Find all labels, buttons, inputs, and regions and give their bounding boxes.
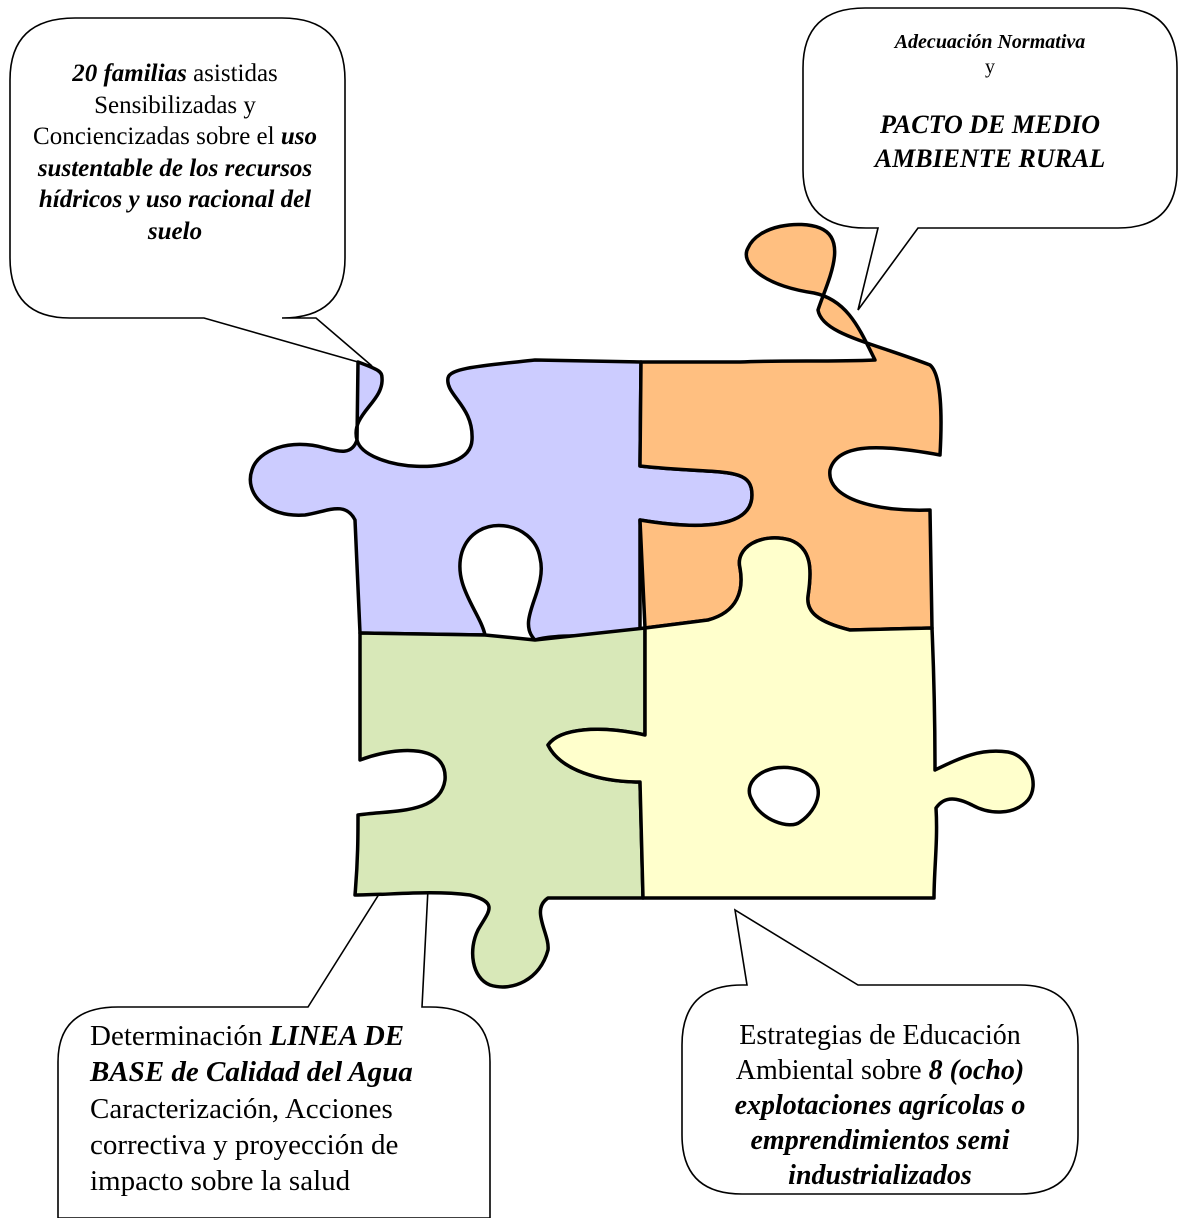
callout-bubble-bottom-right [681, 908, 1079, 1195]
callout-bottom-left-plain-1: Determinación [90, 1020, 270, 1052]
callout-top-right-line1: Adecuación Normativa [894, 31, 1086, 53]
families-count: 20 familias [72, 60, 187, 87]
callout-bottom-right-text: Estrategias de Educación Ambiental sobre… [690, 1018, 1070, 1193]
callout-top-left-plain: asistidas Sensibilizadas y Conciencizada… [33, 60, 281, 150]
callout-top-right-line3: PACTO DE MEDIO AMBIENTE RURAL [874, 110, 1106, 174]
callout-bottom-right-emphasis: 8 (ocho) explotaciones agrícolas o empre… [734, 1055, 1026, 1191]
puzzle-piece-yellow [546, 536, 1035, 900]
callout-top-left-text: 20 familias asistidas Sensibilizadas y C… [20, 58, 330, 247]
callout-bubble-top-right [802, 7, 1178, 311]
callout-top-right-line2: y [985, 56, 995, 79]
puzzle-knob-yellow-bottom [747, 765, 820, 827]
callout-bottom-left-text: Determinación LINEA DE BASE de Calidad d… [68, 1018, 478, 1199]
callout-bubble-bottom-left [57, 806, 491, 1218]
callout-bottom-left-plain-2: Caracterización, Acciones correctiva y p… [90, 1092, 399, 1198]
callout-top-right-text: Adecuación Normativa y PACTO DE MEDIO AM… [820, 30, 1160, 176]
callout-bubble-top-left [9, 17, 373, 367]
callout-bottom-left-emphasis: LINEA DE BASE de Calidad del Agua [90, 1020, 413, 1089]
callout-top-left-emphasis: uso sustentable de los recursos hídricos… [37, 123, 317, 245]
callout-bottom-right-plain: Estrategias de Educación Ambiental sobre [735, 1020, 1021, 1086]
